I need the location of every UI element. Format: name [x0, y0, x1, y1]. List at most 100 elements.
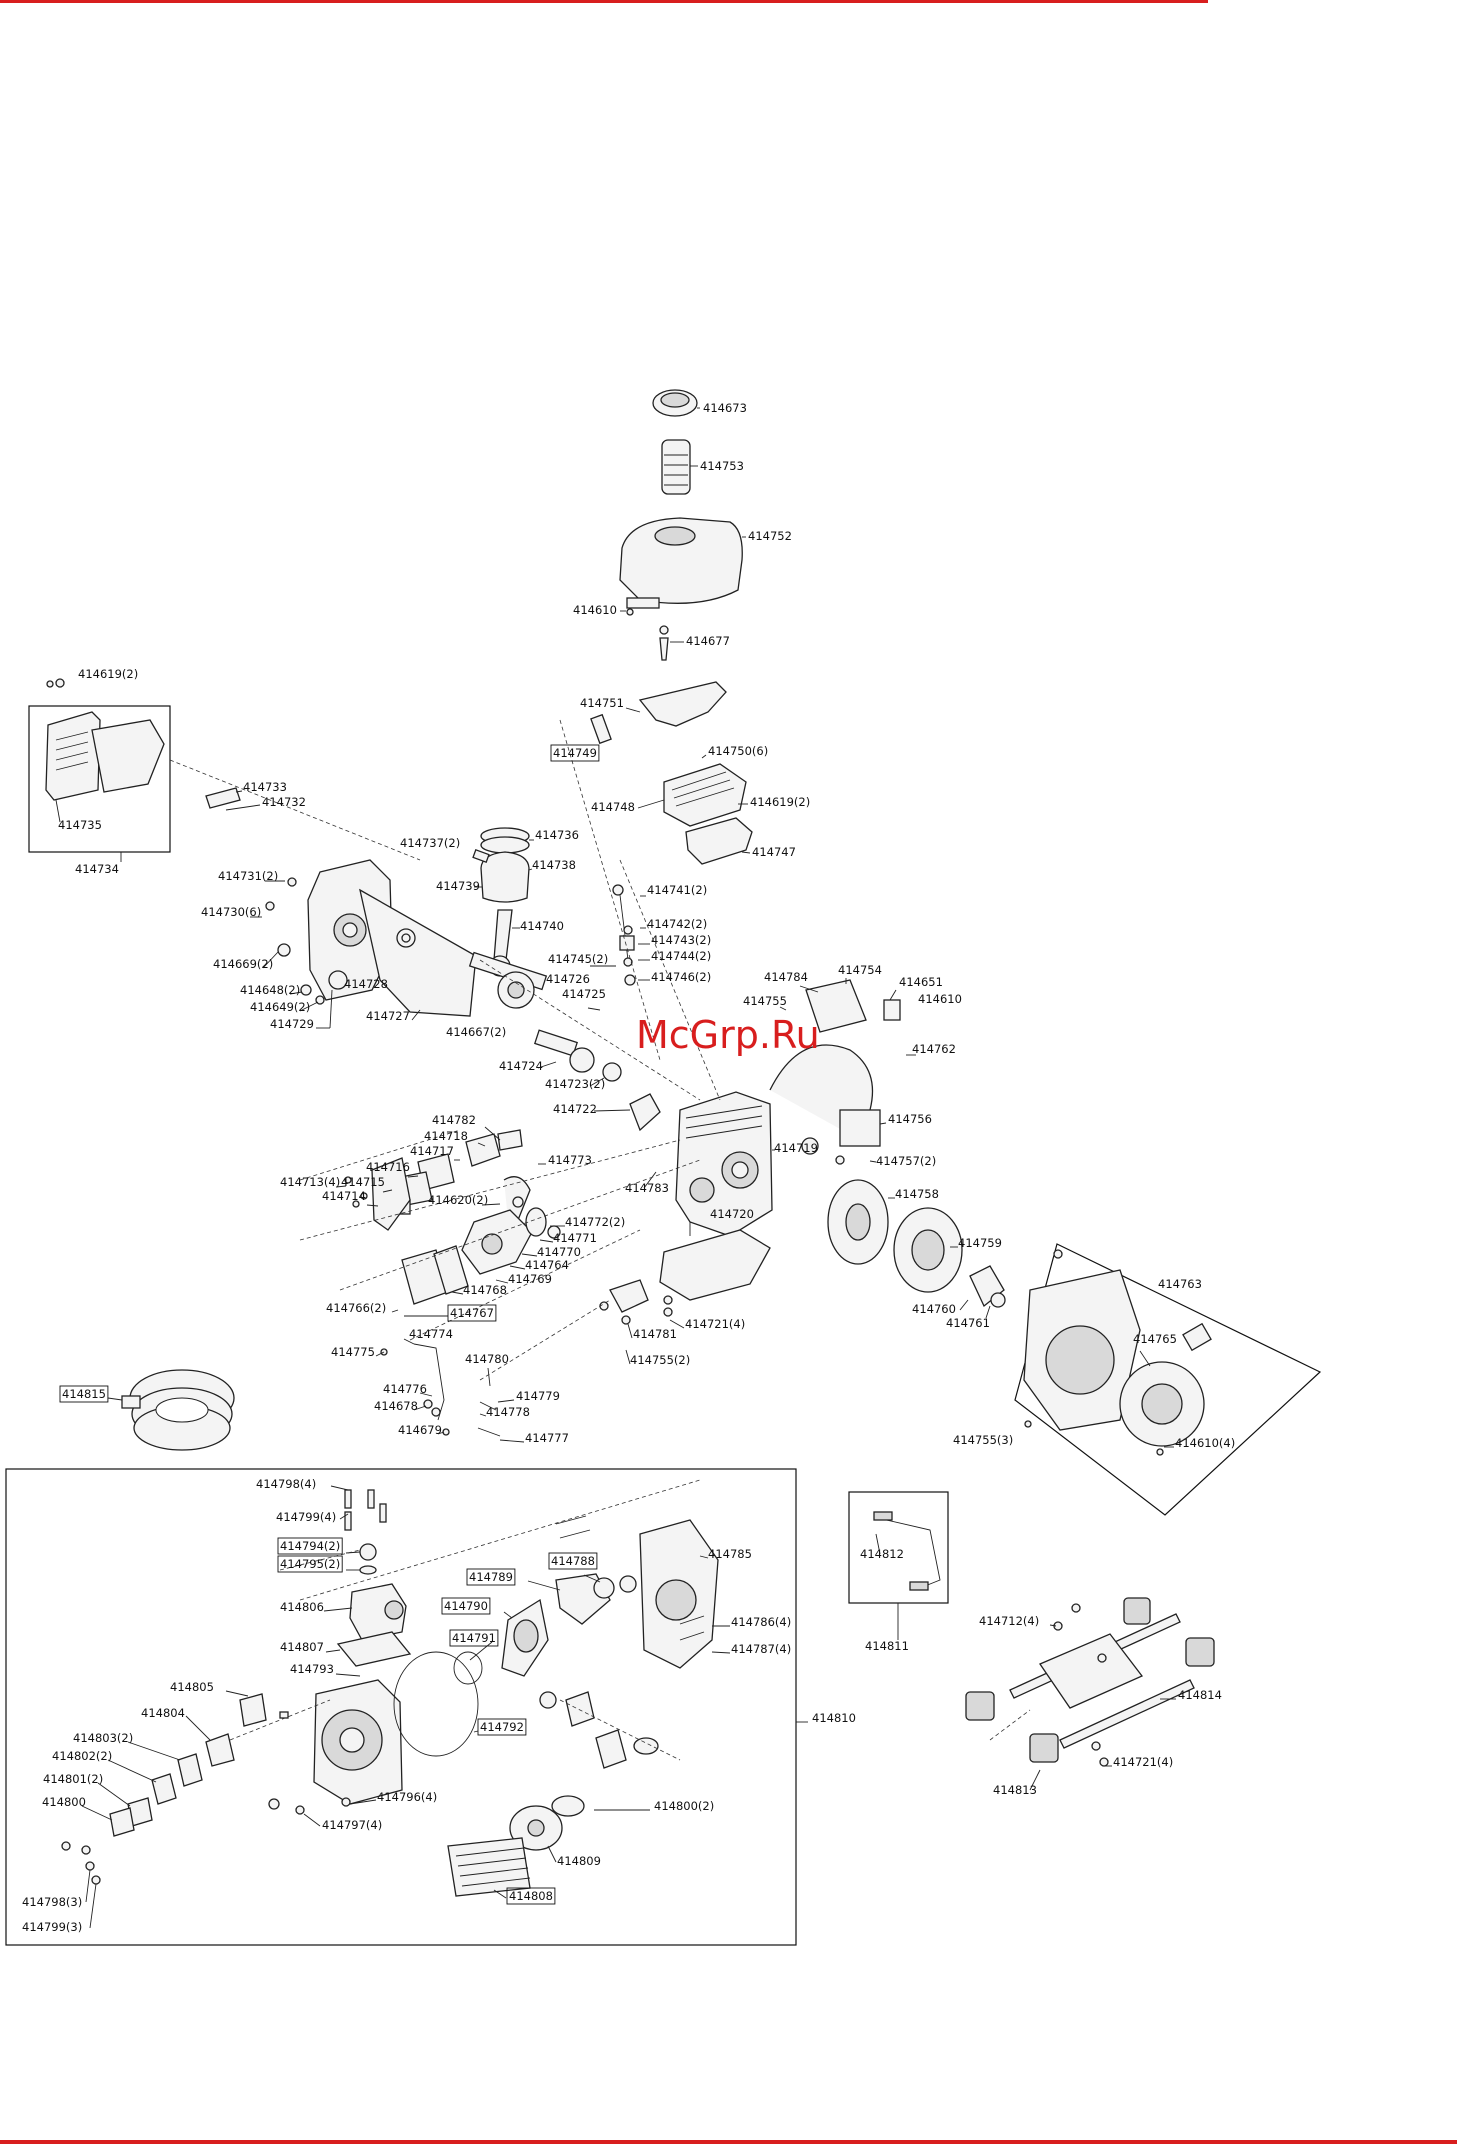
- part-label-414774: 414774: [409, 1327, 453, 1341]
- part-label-4147312: 414731(2): [218, 869, 278, 883]
- part-label-414768: 414768: [463, 1283, 507, 1297]
- part-label-414673: 414673: [703, 401, 747, 415]
- part-label-4147552: 414755(2): [630, 1353, 690, 1367]
- part-label-4146202: 414620(2): [428, 1193, 488, 1207]
- part-label-414716: 414716: [366, 1160, 410, 1174]
- part-label-414749: 414749: [553, 746, 597, 760]
- part-label-414610: 414610: [573, 603, 617, 617]
- part-label-414739: 414739: [436, 879, 480, 893]
- piston-group: [472, 827, 534, 977]
- part-label-414776: 414776: [383, 1382, 427, 1396]
- suction-hose-group: [121, 1369, 235, 1451]
- part-label-414760: 414760: [912, 1302, 956, 1316]
- pump-assembly-frame: [5, 1468, 797, 1946]
- part-label-4148022: 414802(2): [52, 1749, 112, 1763]
- part-label-414748: 414748: [591, 800, 635, 814]
- part-label-414755: 414755: [743, 994, 787, 1008]
- part-label-414770: 414770: [537, 1245, 581, 1259]
- part-label-4147452: 414745(2): [548, 952, 608, 966]
- part-label-414718: 414718: [424, 1129, 468, 1143]
- handle-group: [873, 1511, 941, 1591]
- part-label-414782: 414782: [432, 1113, 476, 1127]
- part-label-414717: 414717: [410, 1144, 454, 1158]
- part-label-4146104: 414610(4): [1175, 1436, 1235, 1450]
- part-label-4148002: 414800(2): [654, 1799, 714, 1813]
- part-label-4147124: 414712(4): [979, 1614, 1039, 1628]
- part-label-414811: 414811: [865, 1639, 909, 1653]
- boxed-label-frame: [277, 1555, 343, 1573]
- part-label-414678: 414678: [374, 1399, 418, 1413]
- part-label-4146192: 414619(2): [750, 795, 810, 809]
- part-label-414720: 414720: [710, 1207, 754, 1221]
- part-label-414780: 414780: [465, 1352, 509, 1366]
- part-label-414775: 414775: [331, 1345, 375, 1359]
- part-label-414771: 414771: [553, 1231, 597, 1245]
- part-label-4147432: 414743(2): [651, 933, 711, 947]
- boxed-label-frame: [466, 1568, 516, 1586]
- part-label-414758: 414758: [895, 1187, 939, 1201]
- part-label-414761: 414761: [946, 1316, 990, 1330]
- boxed-label-frame: [441, 1597, 491, 1615]
- fuel-tank-group: [619, 389, 743, 661]
- part-label-4147422: 414742(2): [647, 917, 707, 931]
- part-label-414753: 414753: [700, 459, 744, 473]
- part-label-414783: 414783: [625, 1181, 669, 1195]
- part-label-414722: 414722: [553, 1102, 597, 1116]
- part-label-414764: 414764: [525, 1258, 569, 1272]
- part-label-414610: 414610: [918, 992, 962, 1006]
- part-label-4147372: 414737(2): [400, 836, 460, 850]
- part-label-4147442: 414744(2): [651, 949, 711, 963]
- part-label-414804: 414804: [141, 1706, 185, 1720]
- part-label-4147722: 414772(2): [565, 1215, 625, 1229]
- part-label-4146672: 414667(2): [446, 1025, 506, 1039]
- part-label-4147974: 414797(4): [322, 1818, 382, 1832]
- part-label-414815: 414815: [62, 1387, 106, 1401]
- part-label-414769: 414769: [508, 1272, 552, 1286]
- part-label-4147134: 414713(4): [280, 1175, 340, 1189]
- part-label-414788: 414788: [551, 1554, 595, 1568]
- part-label-4147553: 414755(3): [953, 1433, 1013, 1447]
- part-number-labels: 414673414753414752414610414677414619(2)4…: [22, 401, 1235, 1934]
- part-label-414677: 414677: [686, 634, 730, 648]
- part-label-414728: 414728: [344, 977, 388, 991]
- part-label-414719: 414719: [774, 1141, 818, 1155]
- boxed-label-frame: [550, 744, 600, 762]
- watermark-text: McGrp.Ru: [636, 1013, 820, 1057]
- part-label-414790: 414790: [444, 1599, 488, 1613]
- part-label-414754: 414754: [838, 963, 882, 977]
- part-label-414778: 414778: [486, 1405, 530, 1419]
- boxed-label-frame: [277, 1537, 343, 1555]
- part-label-414751: 414751: [580, 696, 624, 710]
- part-label-414725: 414725: [562, 987, 606, 1001]
- engine-block-group: [629, 979, 901, 1237]
- part-label-414740: 414740: [520, 919, 564, 933]
- carburetor-group: [344, 1129, 561, 1305]
- part-label-4147572: 414757(2): [876, 1154, 936, 1168]
- boxed-label-frame: [477, 1718, 527, 1736]
- part-label-4147306: 414730(6): [201, 905, 261, 919]
- part-label-414789: 414789: [469, 1570, 513, 1584]
- part-label-414777: 414777: [525, 1431, 569, 1445]
- part-label-4146482: 414648(2): [240, 983, 300, 997]
- frame-rails-group: [965, 1597, 1215, 1767]
- pump-parts-group: [61, 1489, 719, 1897]
- part-label-414785: 414785: [708, 1547, 752, 1561]
- part-label-4146192: 414619(2): [78, 667, 138, 681]
- part-label-414810: 414810: [812, 1711, 856, 1725]
- part-label-414762: 414762: [912, 1042, 956, 1056]
- part-label-414715: 414715: [341, 1175, 385, 1189]
- part-label-414767: 414767: [450, 1306, 494, 1320]
- boxed-label-frame: [548, 1552, 598, 1570]
- part-label-414814: 414814: [1178, 1688, 1222, 1702]
- part-label-414732: 414732: [262, 795, 306, 809]
- part-label-4147232: 414723(2): [545, 1077, 605, 1091]
- part-label-414724: 414724: [499, 1059, 543, 1073]
- recoil-starter-group: [1023, 1249, 1212, 1456]
- part-label-414726: 414726: [546, 972, 590, 986]
- part-label-4147983: 414798(3): [22, 1895, 82, 1909]
- crankcase-cover-group: [265, 859, 622, 1082]
- part-label-4147506: 414750(6): [708, 744, 768, 758]
- air-filter-frame: [28, 705, 171, 853]
- part-label-414808: 414808: [509, 1889, 553, 1903]
- part-label-4147964: 414796(4): [377, 1790, 437, 1804]
